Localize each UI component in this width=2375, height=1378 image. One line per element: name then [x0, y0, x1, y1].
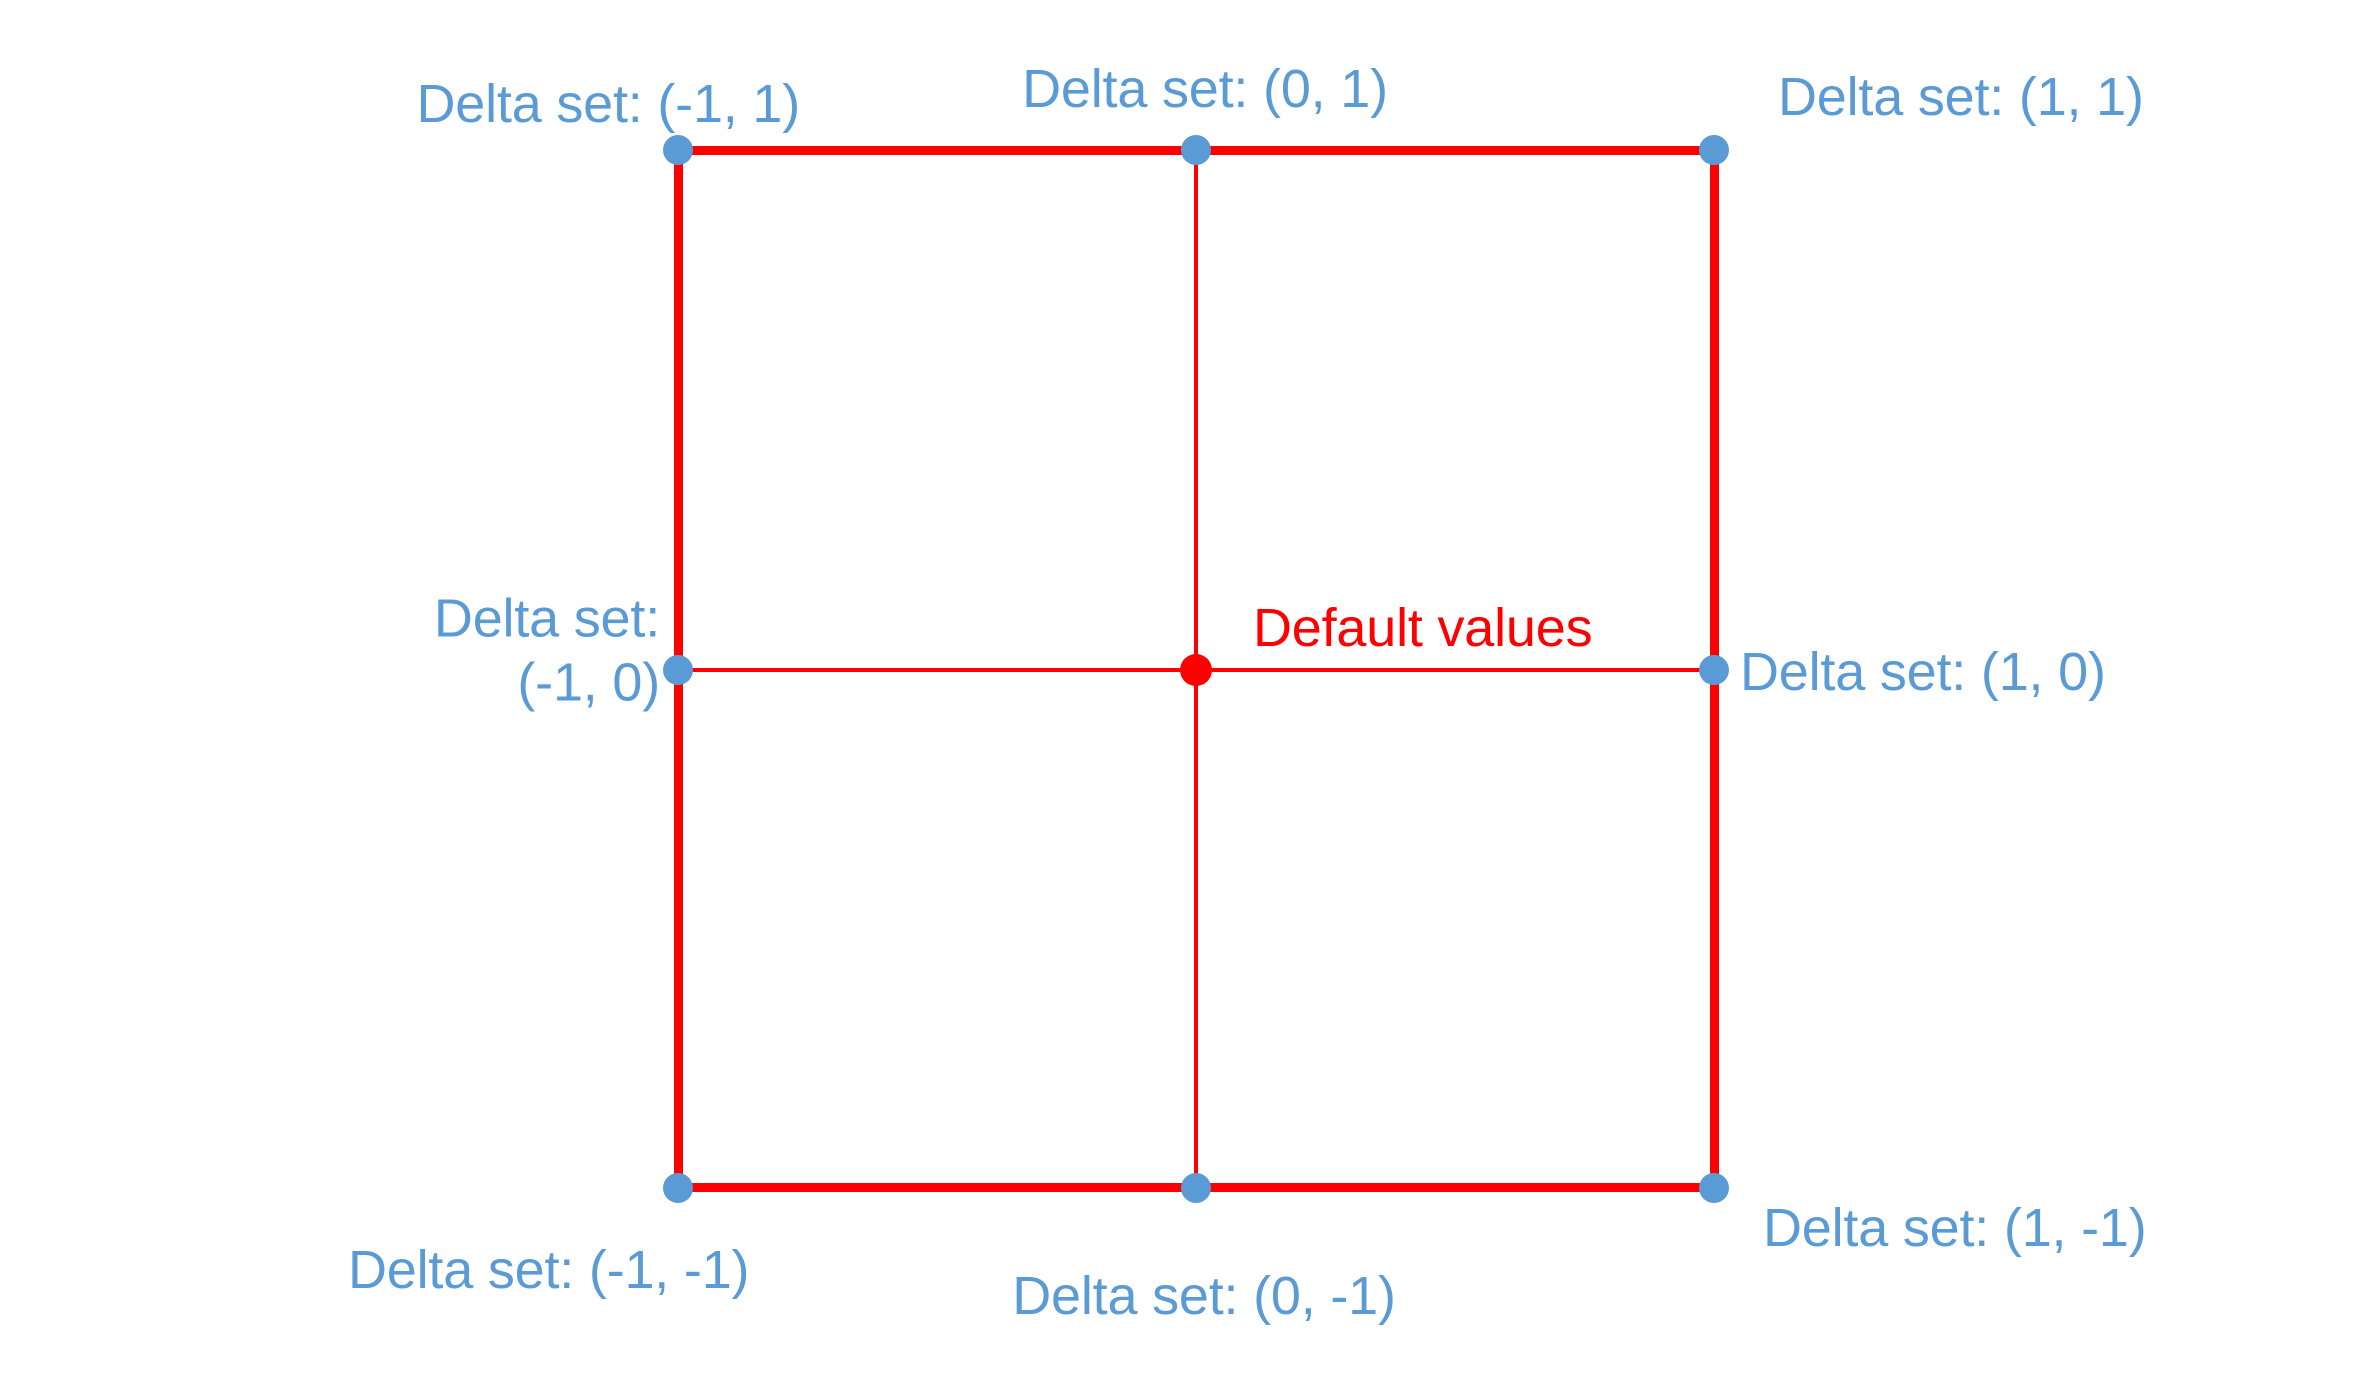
label-default-values: Default values [1253, 598, 1593, 659]
label-delta-set-bottom-left: Delta set: (-1, -1) [348, 1240, 750, 1301]
point-mid-right[interactable] [1699, 655, 1729, 685]
label-delta-set-bottom-right: Delta set: (1, -1) [1763, 1198, 2147, 1259]
point-mid-left[interactable] [663, 655, 693, 685]
point-top-right[interactable] [1699, 135, 1729, 165]
label-delta-set-mid-left-line1: Delta set: [433, 588, 660, 649]
label-delta-set-top-right: Delta set: (1, 1) [1778, 67, 2144, 128]
point-bottom-left[interactable] [663, 1173, 693, 1203]
point-center-default[interactable] [1180, 654, 1212, 686]
label-delta-set-bottom-center: Delta set: (0, -1) [1012, 1266, 1396, 1327]
point-top-left[interactable] [663, 135, 693, 165]
label-delta-set-top-center: Delta set: (0, 1) [1022, 59, 1388, 120]
point-bottom-center[interactable] [1181, 1173, 1211, 1203]
label-delta-set-mid-right: Delta set: (1, 0) [1740, 642, 2106, 703]
label-delta-set-mid-left: Delta set:(-1, 0) [434, 587, 660, 714]
label-delta-set-mid-left-line2: (-1, 0) [517, 652, 660, 712]
point-bottom-right[interactable] [1699, 1173, 1729, 1203]
label-delta-set-top-left: Delta set: (-1, 1) [416, 74, 800, 135]
point-top-center[interactable] [1181, 135, 1211, 165]
